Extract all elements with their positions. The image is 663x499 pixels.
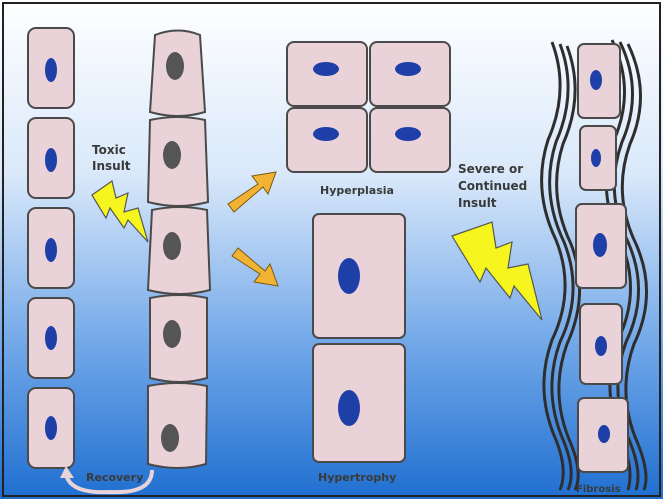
injured-cell: [150, 295, 207, 382]
nucleus: [163, 141, 181, 169]
nucleus: [395, 127, 421, 141]
nucleus: [595, 336, 607, 356]
nucleus: [395, 62, 421, 76]
normal-cell: [28, 298, 74, 378]
normal-cell: [28, 28, 74, 108]
nucleus: [166, 52, 184, 80]
nucleus: [598, 425, 610, 443]
nucleus: [163, 232, 181, 260]
severe-insult-label-line1: Severe or: [458, 162, 523, 176]
normal-cell-column: [28, 28, 74, 468]
injured-cell: [148, 117, 208, 206]
fibrotic-cell: [578, 398, 628, 472]
fibrotic-cell-column: [576, 44, 628, 472]
injured-cell: [148, 383, 207, 468]
severe-insult-label-line3: Insult: [458, 196, 497, 210]
fibrotic-cell: [576, 204, 626, 288]
fibrotic-cell: [578, 44, 620, 118]
severe-insult-label-line2: Continued: [458, 179, 527, 193]
toxic-insult-label-line1: Toxic: [92, 143, 126, 157]
hypertrophy-cells: [313, 214, 405, 462]
nucleus: [338, 258, 360, 294]
hypertrophy-label: Hypertrophy: [318, 471, 396, 484]
normal-cell: [28, 118, 74, 198]
normal-cell: [28, 388, 74, 468]
nucleus: [45, 238, 57, 262]
nucleus: [161, 424, 179, 452]
hyperplasia-label: Hyperplasia: [320, 184, 394, 197]
nucleus: [338, 390, 360, 426]
toxic-insult-label-line2: Insult: [92, 159, 131, 173]
recovery-label: Recovery: [86, 471, 143, 484]
injured-cell-column: [148, 31, 210, 469]
nucleus: [163, 320, 181, 348]
nucleus: [313, 62, 339, 76]
fibrosis-label: Fibrosis: [576, 484, 621, 495]
nucleus: [590, 70, 602, 90]
fibrotic-cell: [580, 126, 616, 190]
nucleus: [45, 148, 57, 172]
normal-cell: [28, 208, 74, 288]
nucleus: [593, 233, 607, 257]
fibrotic-cell: [580, 304, 622, 384]
injured-cell: [148, 207, 210, 294]
nucleus: [45, 58, 57, 82]
nucleus: [313, 127, 339, 141]
injured-cell: [150, 31, 205, 117]
nucleus: [45, 416, 57, 440]
nucleus: [591, 149, 601, 167]
nucleus: [45, 326, 57, 350]
